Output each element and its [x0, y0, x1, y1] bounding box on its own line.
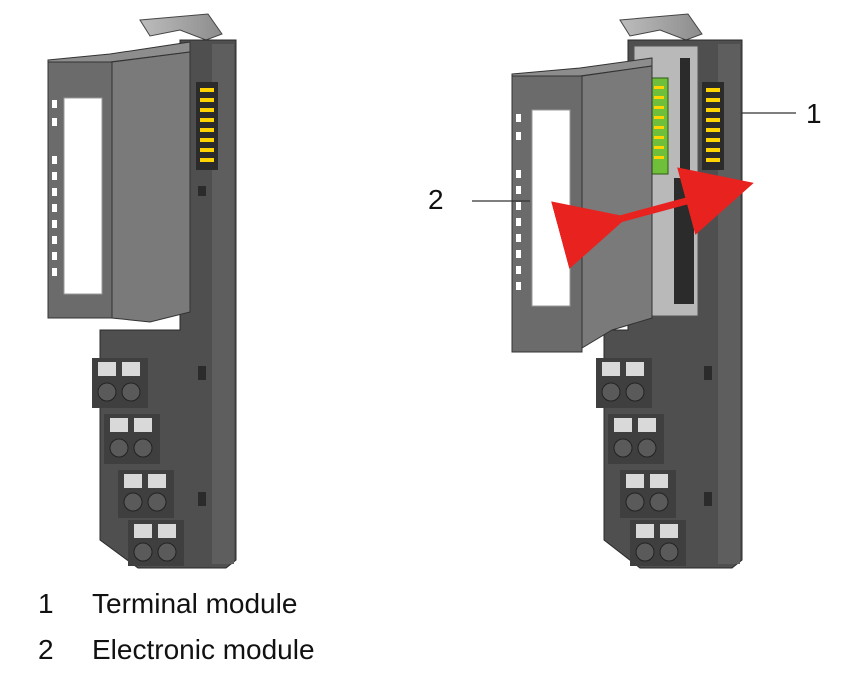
- callout-number-1: 1: [806, 98, 822, 129]
- side-slot: [704, 492, 712, 506]
- label-field: [63, 97, 103, 295]
- legend-label: Electronic module: [92, 634, 315, 665]
- exploded-module: [511, 13, 743, 569]
- yellow-pins: [706, 88, 720, 162]
- led-column: [52, 100, 57, 276]
- terminal-blocks: [596, 358, 686, 566]
- top-clip: [619, 13, 703, 41]
- pin-strip: [196, 82, 218, 170]
- green-contact-pins: [654, 86, 664, 159]
- assembled-module: [47, 13, 237, 569]
- legend-item: 1 Terminal module: [38, 590, 297, 618]
- side-slot: [198, 492, 206, 506]
- top-clip: [139, 13, 223, 41]
- pin-strip: [702, 82, 724, 170]
- card-slot: [680, 58, 690, 170]
- led-column: [516, 114, 521, 290]
- yellow-pins: [200, 88, 214, 162]
- legend-number: 2: [38, 634, 54, 665]
- separation-arrow: [551, 167, 754, 269]
- electronic-module-side: [581, 65, 653, 349]
- terminal-side: [212, 44, 234, 564]
- electronic-module-side: [111, 51, 191, 323]
- latch-slot: [198, 186, 206, 196]
- terminal-blocks: [92, 358, 184, 566]
- legend-item: 2 Electronic module: [38, 636, 315, 664]
- side-slot: [704, 366, 712, 380]
- side-slot: [198, 366, 206, 380]
- label-field: [531, 109, 571, 307]
- legend-number: 1: [38, 588, 54, 619]
- legend-label: Terminal module: [92, 588, 298, 619]
- callout-number-2: 2: [428, 184, 444, 215]
